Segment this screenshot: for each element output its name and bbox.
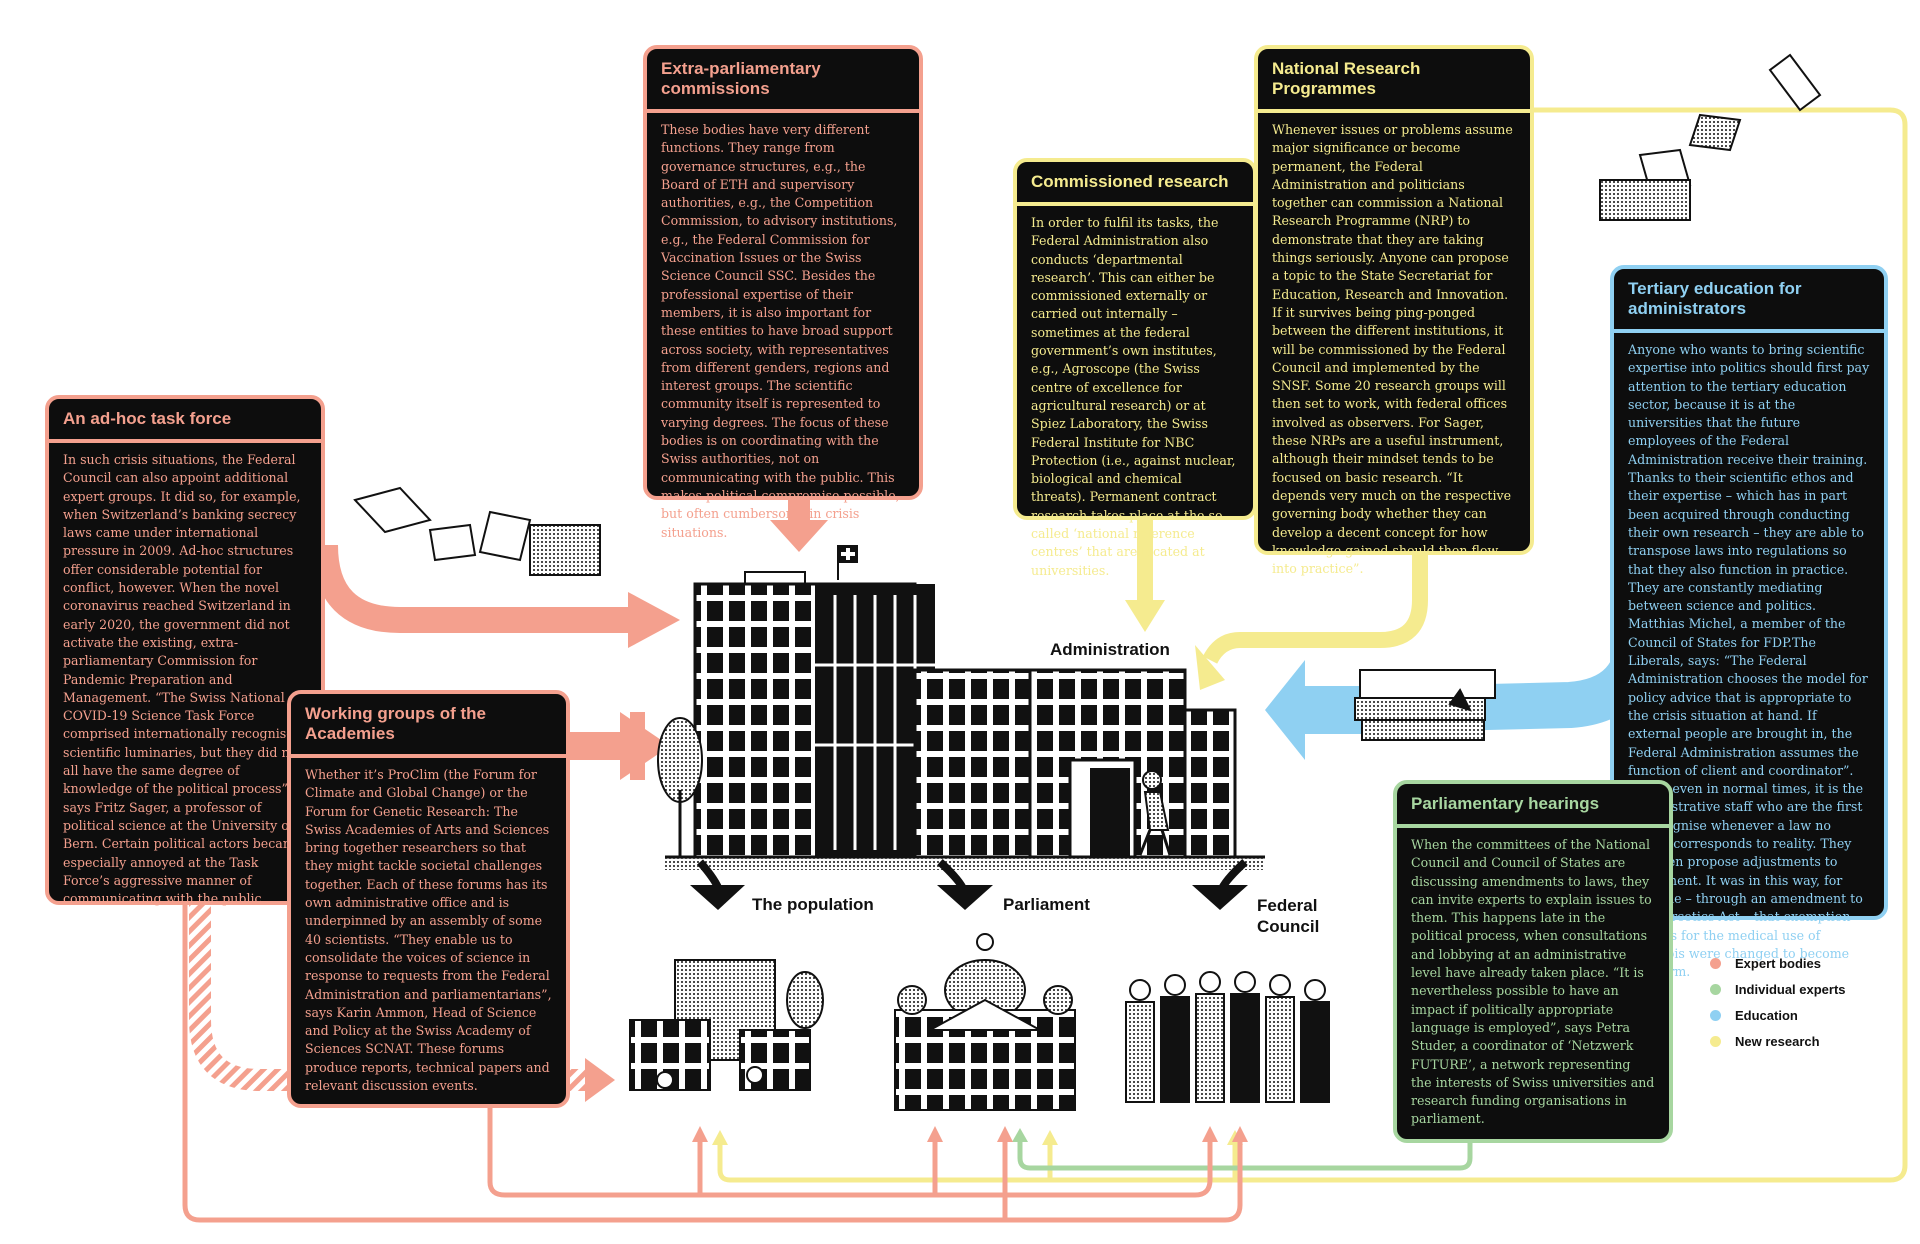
legend-swatch: [1710, 1035, 1721, 1047]
extra-parliamentary-title: Extra-parliamentary commissions: [647, 49, 919, 113]
parliament-illustration: [894, 933, 1076, 1111]
papers-illustration: [353, 53, 1822, 576]
nrp-body: Whenever issues or problems assume major…: [1272, 122, 1513, 577]
nrp-box: National Research Programmes Whenever is…: [1254, 45, 1534, 576]
working-groups-body: Whether it’s ProClim (the Forum for Clim…: [305, 767, 552, 1094]
parliament-label: Parliament: [1003, 895, 1090, 914]
individual-experts-flow: [1012, 1128, 1473, 1171]
extra-parliamentary-box: Extra-parliamentary commissions These bo…: [643, 45, 923, 540]
legend-label: Education: [1735, 1007, 1798, 1023]
federal-council-illustration: [1125, 971, 1330, 1103]
legend-swatch: [1710, 1009, 1721, 1021]
tertiary-education-body: Anyone who wants to bring scientific exp…: [1614, 333, 1884, 989]
legend-item: New research: [1710, 1028, 1846, 1054]
legend-swatch: [1710, 957, 1721, 969]
tertiary-education-paragraph-1: Anyone who wants to bring scientific exp…: [1628, 342, 1870, 778]
legend-label: New research: [1735, 1033, 1820, 1049]
extra-parliamentary-body: These bodies have very different functio…: [661, 122, 900, 540]
adhoc-taskforce-box: An ad-hoc task force In such crisis situ…: [45, 395, 325, 906]
commissioned-research-box: Commissioned research In order to fulfil…: [1013, 158, 1257, 578]
working-groups-box: Working groups of the Academies Whether …: [287, 690, 570, 1108]
federal-council-label: Federal Council: [1257, 896, 1320, 936]
legend-label: Individual experts: [1735, 981, 1846, 997]
commissioned-research-title: Commissioned research: [1017, 162, 1253, 206]
research-flow: [717, 107, 1908, 1183]
administration-building: [657, 545, 1265, 910]
legend-label: Expert bodies: [1735, 955, 1821, 971]
tertiary-education-title: Tertiary education for administrators: [1614, 269, 1884, 333]
legend: Expert bodies Individual experts Educati…: [1710, 950, 1846, 1054]
working-groups-title: Working groups of the Academies: [291, 694, 566, 758]
tertiary-education-box: Tertiary education for administrators An…: [1610, 265, 1888, 979]
parliamentary-hearings-title: Parliamentary hearings: [1397, 784, 1669, 828]
legend-swatch: [1710, 983, 1721, 995]
legend-item: Individual experts: [1710, 976, 1846, 1002]
parliamentary-hearings-body: When the committees of the National Coun…: [1411, 837, 1655, 1127]
nrp-title: National Research Programmes: [1258, 49, 1530, 113]
population-illustration: [629, 959, 824, 1091]
administration-label: Administration: [1050, 640, 1170, 659]
books-illustration: [1354, 669, 1496, 741]
population-label: The population: [752, 895, 874, 914]
tertiary-education-paragraph-2: But even in normal times, it is the admi…: [1628, 781, 1864, 979]
parliamentary-hearings-box: Parliamentary hearings When the committe…: [1393, 780, 1673, 1143]
adhoc-taskforce-title: An ad-hoc task force: [49, 399, 321, 443]
expert-bodies-flow: [182, 495, 1248, 1223]
adhoc-taskforce-body: In such crisis situations, the Federal C…: [63, 452, 303, 907]
commissioned-research-body: In order to fulfil its tasks, the Federa…: [1031, 215, 1236, 578]
legend-item: Education: [1710, 1002, 1846, 1028]
legend-item: Expert bodies: [1710, 950, 1846, 976]
